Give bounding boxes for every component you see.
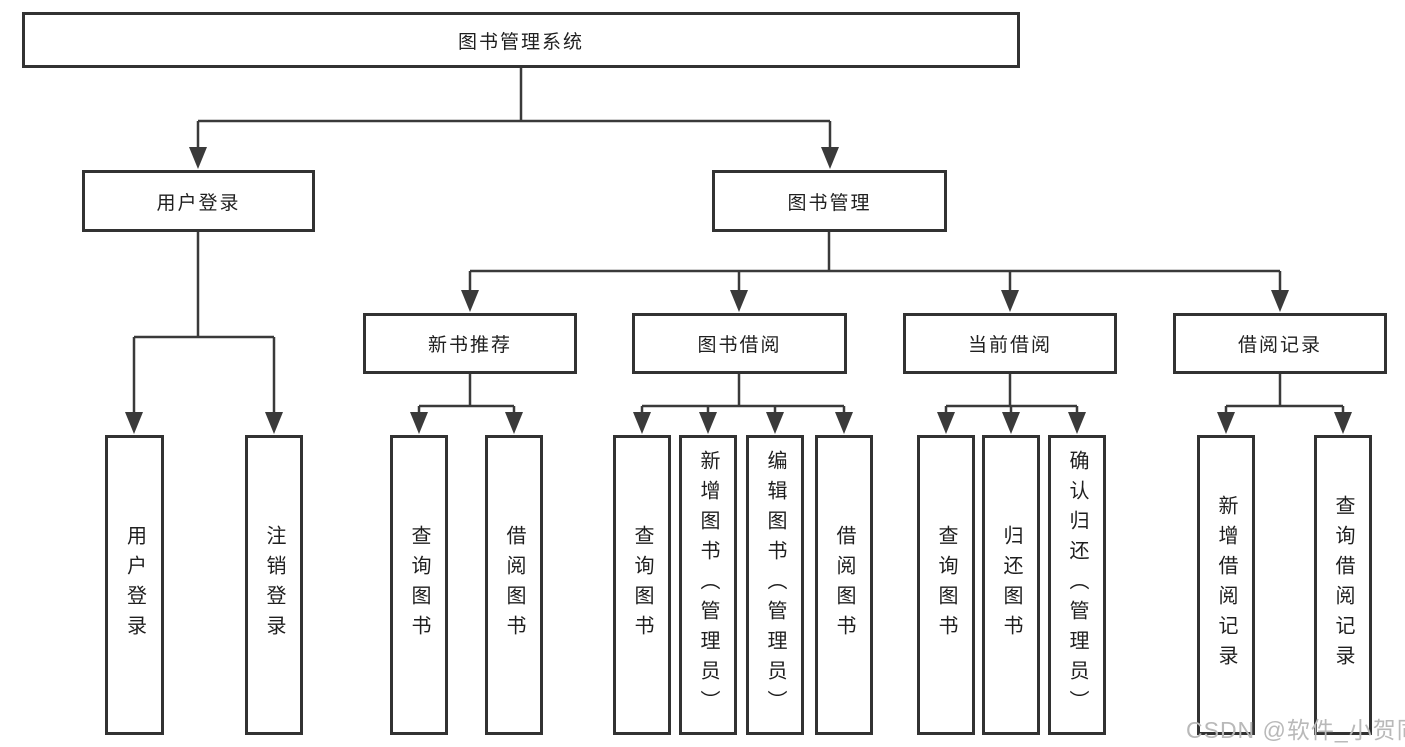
leaf-user-login-label: 用户登录 [123, 525, 146, 645]
leaf-add-borrow-record-label: 新增借阅记录 [1215, 495, 1237, 675]
leaf-borrow-query-book: 查询图书 [613, 435, 671, 735]
leaf-user-login: 用户登录 [105, 435, 164, 735]
node-borrow-records: 借阅记录 [1173, 313, 1387, 374]
node-book-management-label: 图书管理 [787, 192, 872, 214]
leaf-borrow-book: 借阅图书 [815, 435, 873, 735]
node-new-book-recommend: 新书推荐 [363, 313, 577, 374]
leaf-confirm-return-admin: 确认归还（管理员） [1048, 435, 1106, 735]
leaf-add-book-admin: 新增图书（管理员） [679, 435, 737, 735]
csdn-watermark: CSDN @软件_小贺同学 [1186, 717, 1405, 743]
node-library-system-label: 图书管理系统 [457, 31, 584, 53]
leaf-recommend-query-book: 查询图书 [390, 435, 448, 735]
leaf-recommend-borrow-book: 借阅图书 [485, 435, 543, 735]
leaf-add-borrow-record: 新增借阅记录 [1197, 435, 1255, 735]
leaf-query-borrow-record: 查询借阅记录 [1314, 435, 1372, 735]
node-book-management: 图书管理 [712, 170, 947, 232]
node-current-borrow: 当前借阅 [903, 313, 1117, 374]
leaf-edit-book-admin-label: 编辑图书（管理员） [764, 450, 786, 720]
leaf-confirm-return-admin-label: 确认归还（管理员） [1066, 450, 1088, 720]
node-current-borrow-label: 当前借阅 [967, 335, 1052, 356]
node-book-borrow: 图书借阅 [632, 313, 847, 374]
leaf-current-query-book: 查询图书 [917, 435, 975, 735]
leaf-query-borrow-record-label: 查询借阅记录 [1332, 495, 1354, 675]
node-book-borrow-label: 图书借阅 [697, 335, 782, 356]
leaf-borrow-query-book-label: 查询图书 [631, 525, 653, 645]
node-new-book-recommend-label: 新书推荐 [427, 335, 512, 356]
leaf-return-book: 归还图书 [982, 435, 1040, 735]
leaf-add-book-admin-label: 新增图书（管理员） [697, 450, 719, 720]
leaf-logout-label: 注销登录 [263, 525, 285, 645]
leaf-recommend-query-book-label: 查询图书 [408, 525, 430, 645]
node-user-login-group: 用户登录 [82, 170, 315, 232]
leaf-return-book-label: 归还图书 [1000, 525, 1022, 645]
leaf-edit-book-admin: 编辑图书（管理员） [746, 435, 804, 735]
node-borrow-records-label: 借阅记录 [1237, 335, 1322, 356]
node-user-login-group-label: 用户登录 [156, 192, 241, 214]
leaf-recommend-borrow-book-label: 借阅图书 [503, 525, 525, 645]
node-library-system: 图书管理系统 [22, 12, 1020, 68]
leaf-borrow-book-label: 借阅图书 [833, 525, 855, 645]
leaf-current-query-book-label: 查询图书 [935, 525, 957, 645]
leaf-logout: 注销登录 [245, 435, 303, 735]
